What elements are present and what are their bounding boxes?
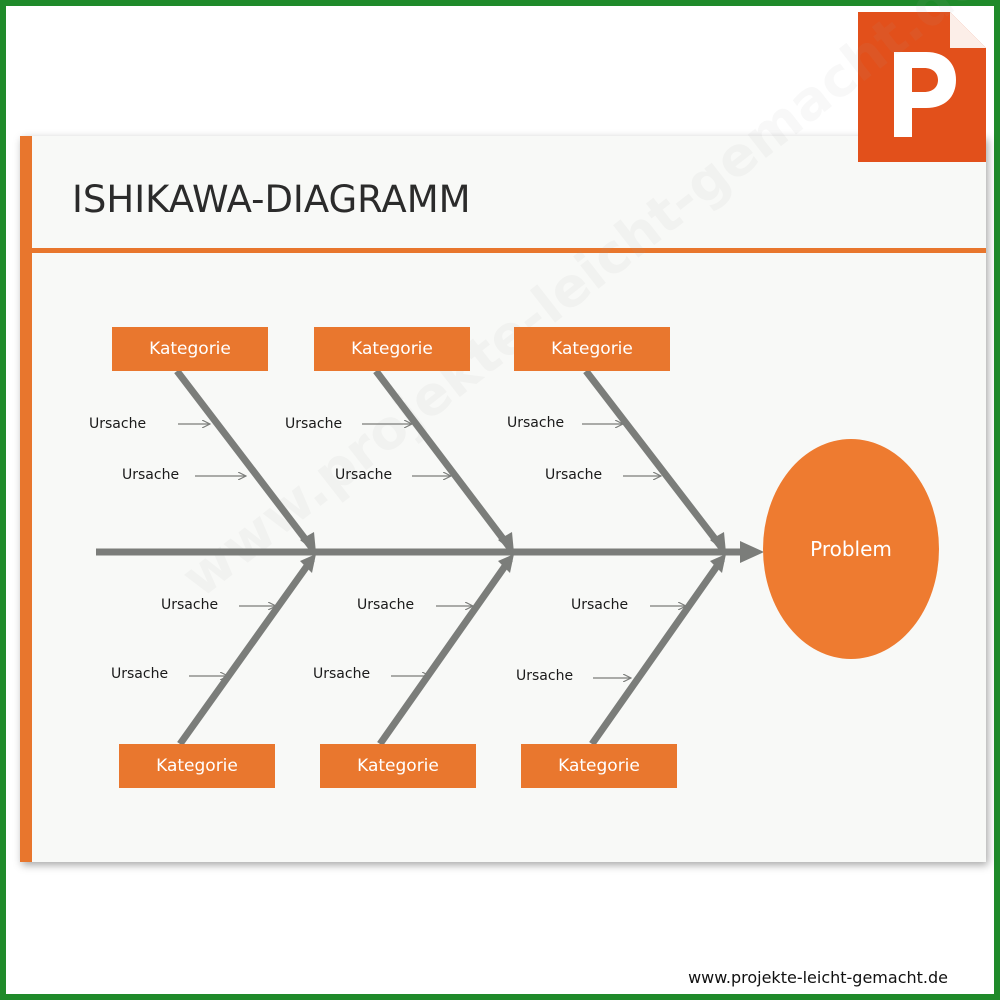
bottom-bone-2 xyxy=(377,556,513,747)
top-category-1: Kategorie xyxy=(112,327,268,371)
cause-label: Ursache xyxy=(89,416,147,432)
top-bone-2 xyxy=(373,368,513,551)
cause-label: Ursache xyxy=(357,597,415,613)
cause-label: Ursache xyxy=(571,597,629,613)
bottom-category-1: Kategorie xyxy=(119,744,275,788)
cause-label: Ursache xyxy=(111,666,169,682)
cause-label: Ursache xyxy=(507,415,565,431)
cause-label: Ursache xyxy=(335,467,393,483)
top-bone-1 xyxy=(174,368,315,551)
top-category-3: Kategorie xyxy=(514,327,670,371)
title-underline xyxy=(32,248,986,253)
problem-ellipse: Problem xyxy=(763,439,939,659)
top-bone-3-arrowhead xyxy=(710,532,726,553)
bottom-bone-1 xyxy=(177,556,315,747)
bottom-bone-3 xyxy=(589,556,725,747)
cause-label: Ursache xyxy=(122,467,180,483)
bottom-bone-2-arrowhead xyxy=(498,554,514,573)
top-category-2: Kategorie xyxy=(314,327,470,371)
powerpoint-file-icon xyxy=(858,12,986,162)
slide-title: ISHIKAWA-DIAGRAMM xyxy=(72,178,471,221)
slide-accent-bar xyxy=(20,136,32,862)
bottom-bone-3-arrowhead xyxy=(710,554,726,573)
bottom-bone-1-arrowhead xyxy=(300,554,316,573)
top-bone-1-arrowhead xyxy=(300,532,316,553)
bottom-category-3: Kategorie xyxy=(521,744,677,788)
cause-label: Ursache xyxy=(161,597,219,613)
cause-label: Ursache xyxy=(545,467,603,483)
top-bone-2-arrowhead xyxy=(498,532,514,553)
cause-label: Ursache xyxy=(313,666,371,682)
cause-label: Ursache xyxy=(285,416,343,432)
website-url: www.projekte-leicht-gemacht.de xyxy=(688,968,948,987)
bottom-category-2: Kategorie xyxy=(320,744,476,788)
spine-arrowhead xyxy=(740,541,764,563)
top-bone-3 xyxy=(583,368,725,551)
cause-label: Ursache xyxy=(516,668,574,684)
